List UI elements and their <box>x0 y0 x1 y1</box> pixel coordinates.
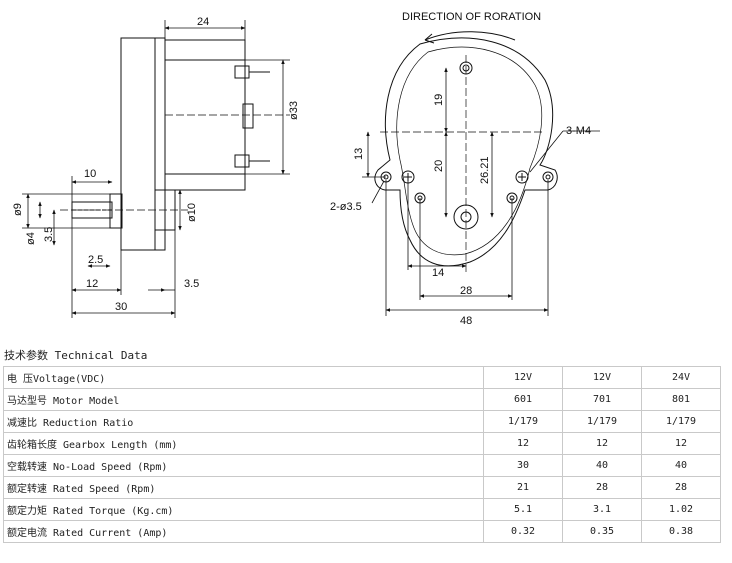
row-value: 3.1 <box>562 498 642 521</box>
dim-10: 10 <box>84 168 96 180</box>
row-label: 齿轮箱长度 Gearbox Length (mm) <box>3 432 484 455</box>
front-view-dimensions <box>362 67 600 316</box>
row-value: 24V <box>641 366 721 389</box>
row-value: 40 <box>562 454 642 477</box>
row-value: 601 <box>483 388 563 411</box>
dim-2-5: 2.5 <box>88 254 103 266</box>
dim-24: 24 <box>197 16 209 28</box>
side-view <box>60 37 290 251</box>
row-value: 28 <box>562 476 642 499</box>
technical-drawing: 24 ø33 10 ø9 ø4 3.5 ø10 2.5 12 3.5 30 <box>12 11 600 327</box>
hole-label-35: 2-ø3.5 <box>330 201 362 213</box>
row-label: 减速比 Reduction Ratio <box>3 410 484 433</box>
dim-20: 20 <box>433 160 445 172</box>
row-value: 1/179 <box>483 410 563 433</box>
dim-14: 14 <box>432 267 444 279</box>
row-value: 12V <box>562 366 642 389</box>
row-label: 额定力矩 Rated Torque (Kg.cm) <box>3 498 484 521</box>
row-value: 12V <box>483 366 563 389</box>
row-value: 12 <box>562 432 642 455</box>
row-value: 0.38 <box>641 520 721 543</box>
row-value: 12 <box>483 432 563 455</box>
front-view-labels: DIRECTION OF RORATION 19 13 20 26.21 3-M… <box>330 11 591 327</box>
row-value: 28 <box>641 476 721 499</box>
direction-label: DIRECTION OF RORATION <box>402 11 541 23</box>
row-value: 801 <box>641 388 721 411</box>
row-value: 1.02 <box>641 498 721 521</box>
dim-phi33: ø33 <box>288 101 300 120</box>
row-value: 5.1 <box>483 498 563 521</box>
dim-30: 30 <box>115 301 127 313</box>
front-view <box>374 31 558 275</box>
dim-3-5-bottom: 3.5 <box>184 278 199 290</box>
dim-28: 28 <box>460 285 472 297</box>
dim-13: 13 <box>353 148 365 160</box>
row-label: 额定转速 Rated Speed (Rpm) <box>3 476 484 499</box>
row-value: 40 <box>641 454 721 477</box>
row-value: 12 <box>641 432 721 455</box>
row-value: 701 <box>562 388 642 411</box>
row-value: 1/179 <box>641 410 721 433</box>
dim-48: 48 <box>460 315 472 327</box>
dim-19: 19 <box>433 94 445 106</box>
row-label: 额定电流 Rated Current (Amp) <box>3 520 484 543</box>
row-value: 30 <box>483 454 563 477</box>
dim-phi10: ø10 <box>186 203 198 222</box>
hole-label-m4: 3-M4 <box>566 125 591 137</box>
row-label: 马达型号 Motor Model <box>3 388 484 411</box>
row-value: 21 <box>483 476 563 499</box>
dim-26-21: 26.21 <box>479 156 491 184</box>
side-view-labels: 24 ø33 10 ø9 ø4 3.5 ø10 2.5 12 3.5 30 <box>12 16 300 313</box>
spec-title: 技术参数 Technical Data <box>4 349 148 362</box>
row-label: 电 压Voltage(VDC) <box>3 366 484 389</box>
side-view-dimensions <box>22 20 290 318</box>
dim-phi4: ø4 <box>25 232 37 245</box>
row-value: 1/179 <box>562 410 642 433</box>
dim-12: 12 <box>86 278 98 290</box>
dim-phi9: ø9 <box>12 203 24 216</box>
dim-3-5-left: 3.5 <box>43 227 55 242</box>
row-value: 0.35 <box>562 520 642 543</box>
row-value: 0.32 <box>483 520 563 543</box>
row-label: 空载转速 No-Load Speed (Rpm) <box>3 454 484 477</box>
